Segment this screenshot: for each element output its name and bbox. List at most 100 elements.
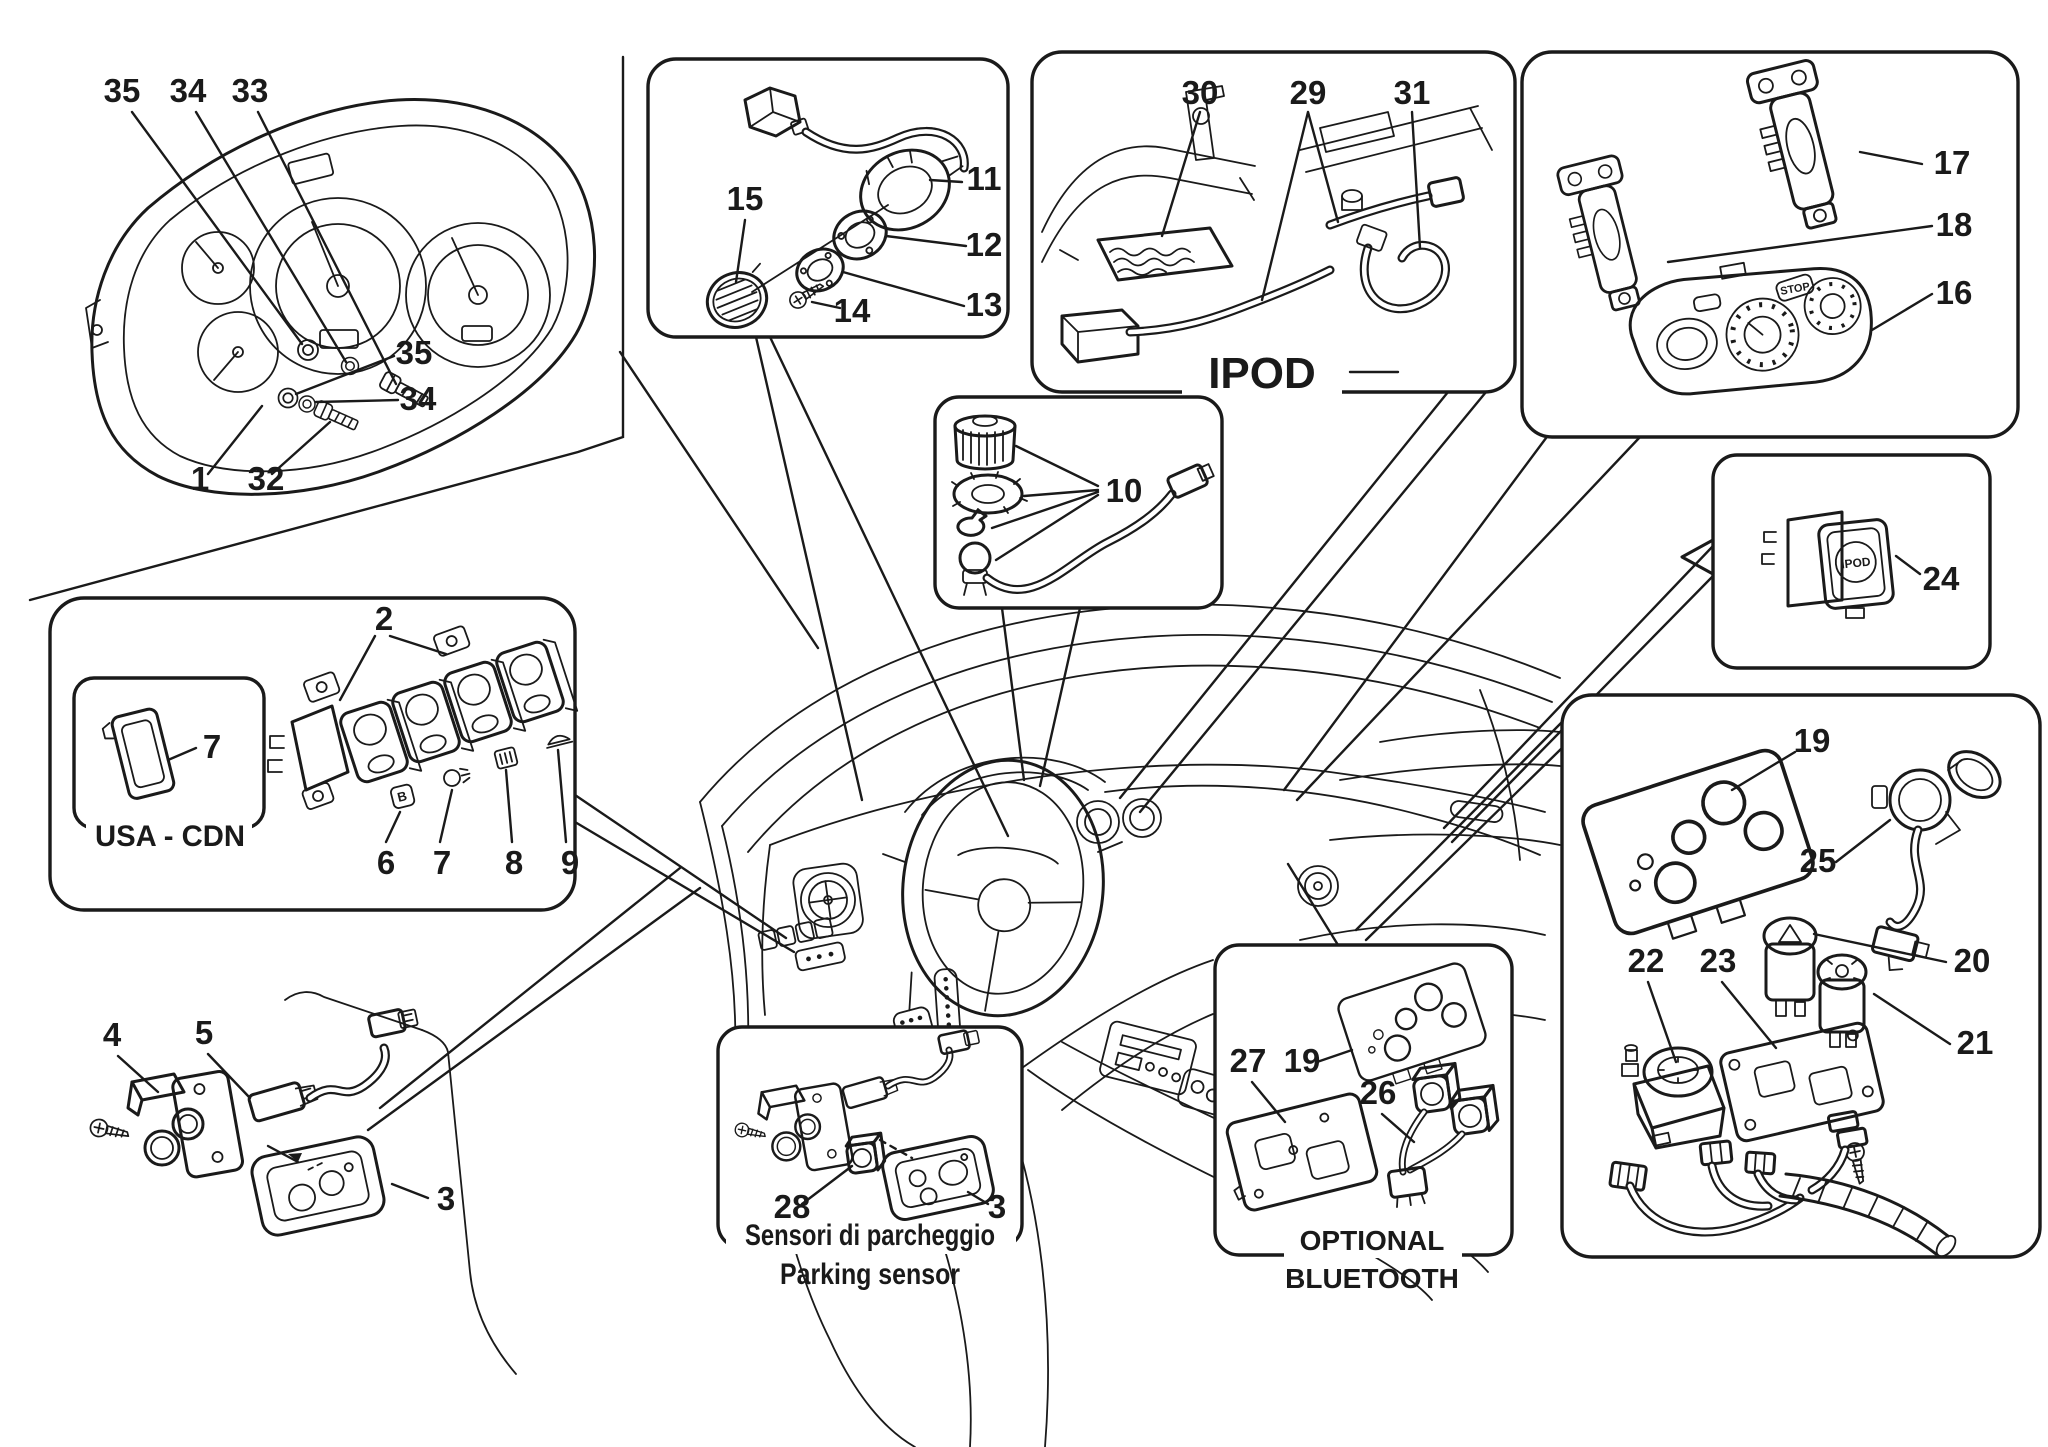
- ipod-interface-module: [1060, 308, 1140, 364]
- part-label-16: 16: [1936, 274, 1973, 311]
- cluster-housing: [90, 98, 597, 496]
- parking-sensor-box: 28 3 Sensori di parcheggio Parking senso…: [716, 1025, 1024, 1291]
- screw-32: [312, 399, 361, 434]
- power-socket-25: [1871, 750, 2002, 972]
- part-label-7-usa: 7: [203, 728, 221, 765]
- rocker-switch-8: [443, 658, 527, 744]
- left-air-vent: [792, 862, 864, 940]
- part-label-27: 27: [1230, 1042, 1267, 1079]
- bottom-left-group: 4 5 3: [88, 1008, 455, 1237]
- mirror-joystick-22: [1621, 1044, 1726, 1150]
- rocker-switch-9: [495, 638, 579, 724]
- mount-bracket-23: [1719, 1021, 1885, 1143]
- cable-5: [247, 1008, 419, 1123]
- parking-cable: [841, 1029, 980, 1110]
- hood-release-icon: [546, 734, 574, 749]
- radio-unit: [1099, 1020, 1197, 1096]
- bluetooth-bracket-27: [1225, 1092, 1379, 1212]
- part-label-15: 15: [727, 180, 764, 217]
- part-label-8: 8: [505, 844, 523, 881]
- part-label-6: 6: [377, 844, 395, 881]
- part-label-19-bt: 19: [1284, 1042, 1321, 1079]
- parking-sensor-button-28: [844, 1131, 887, 1175]
- lighter-ring-12: [832, 209, 888, 261]
- dash-top-edge: [769, 763, 1546, 846]
- part-label-12: 12: [966, 226, 1003, 263]
- part-label-11: 11: [967, 160, 1002, 197]
- caption-optional: OPTIONAL: [1300, 1225, 1445, 1256]
- ipod-switch-24: iPOD: [1761, 510, 1895, 619]
- hazard-switch-20: [1762, 916, 1818, 1017]
- insert-arrow: [288, 1153, 302, 1162]
- windshield-arc-lower: [747, 664, 1541, 853]
- right-accessories-box: 19 25 20 21 22 23: [1560, 693, 2042, 1259]
- bluetooth-switch-26: [1387, 1062, 1501, 1208]
- bezel-plate-3: [250, 1135, 386, 1237]
- instrument-binnacle-inner: [921, 771, 1089, 816]
- part-label-19: 19: [1794, 722, 1831, 759]
- bulb-with-cable: [958, 463, 1215, 596]
- part-label-35-bottom: 35: [396, 334, 433, 371]
- cigar-lighter-box-border: [646, 57, 1010, 339]
- part-label-3: 3: [437, 1180, 455, 1217]
- part-label-30: 30: [1182, 74, 1219, 111]
- windshield-arc-inner: [721, 634, 1553, 827]
- instrument-binnacle: [904, 756, 1106, 813]
- part-label-35-top: 35: [104, 72, 141, 109]
- lighter-ring-13: [795, 247, 845, 293]
- climate-box-border: [1520, 50, 2020, 439]
- climate-box: STOP 17 18 16: [1520, 50, 2020, 439]
- part-label-3-parking: 3: [988, 1188, 1006, 1225]
- washer-35-bottom: [277, 387, 299, 409]
- rocker-switch-7: [391, 678, 475, 764]
- ipod-cradle-plate-30: [1096, 226, 1234, 282]
- part-label-13: 13: [966, 286, 1003, 323]
- brake-switch-icon: B: [390, 783, 416, 809]
- switch-bank-2: B: [267, 625, 579, 810]
- light-switch-21: [1816, 953, 1868, 1048]
- part-label-7: 7: [433, 844, 451, 881]
- ipod-switch-face-label: iPOD: [1841, 554, 1872, 571]
- part-label-9: 9: [561, 844, 579, 881]
- dash-switch-row: [757, 917, 846, 972]
- part-label-28: 28: [774, 1188, 811, 1225]
- bluetooth-box: 27 19 26 OPTIONAL BLUETOOTH: [1213, 943, 1514, 1294]
- part-label-2: 2: [375, 600, 393, 637]
- part-label-14: 14: [834, 292, 871, 329]
- part-label-20: 20: [1954, 942, 1991, 979]
- wiring-harness: [1608, 1110, 1957, 1258]
- ipod-box: 30 29 31 IPOD: [1030, 50, 1517, 398]
- part-label-24: 24: [1923, 560, 1960, 597]
- part-label-4: 4: [103, 1016, 122, 1053]
- ipod-box-border: [1030, 50, 1517, 394]
- bulb-kit-box: 10: [933, 395, 1224, 610]
- chassis-frame: [1041, 85, 1493, 263]
- part-label-33: 33: [232, 72, 269, 109]
- caption-bluetooth: BLUETOOTH: [1285, 1263, 1459, 1294]
- retaining-clip: [956, 508, 988, 537]
- caption-usa-cdn: USA - CDN: [95, 820, 245, 853]
- svg-text:B: B: [396, 788, 409, 805]
- part-label-29: 29: [1290, 74, 1327, 111]
- part-label-10: 10: [1106, 472, 1143, 509]
- screw-4: [88, 1117, 132, 1144]
- bulb-kit-box-border: [933, 395, 1224, 610]
- washer-34-bottom: [298, 395, 316, 413]
- leader-lines: [28, 55, 1715, 1132]
- switch-connector-body: [290, 704, 350, 792]
- part-label-23: 23: [1700, 942, 1737, 979]
- blank-plate-7: [101, 707, 176, 800]
- accessory-switch-24-box: iPOD 24: [1680, 453, 1992, 670]
- spiral-loom: [1784, 1172, 1950, 1238]
- steering-wheel: [901, 758, 1105, 1018]
- bulb-holder-cap: [953, 414, 1017, 471]
- caption-parking-it: Sensori di parcheggio: [745, 1219, 995, 1252]
- lighter-cap-15: [705, 262, 769, 329]
- part-label-17: 17: [1934, 144, 1971, 181]
- ipod-cable-connector: [1427, 176, 1465, 208]
- part-label-25: 25: [1800, 842, 1837, 879]
- parking-bezel-3: [881, 1135, 995, 1221]
- dash-left-edge: [761, 844, 771, 1016]
